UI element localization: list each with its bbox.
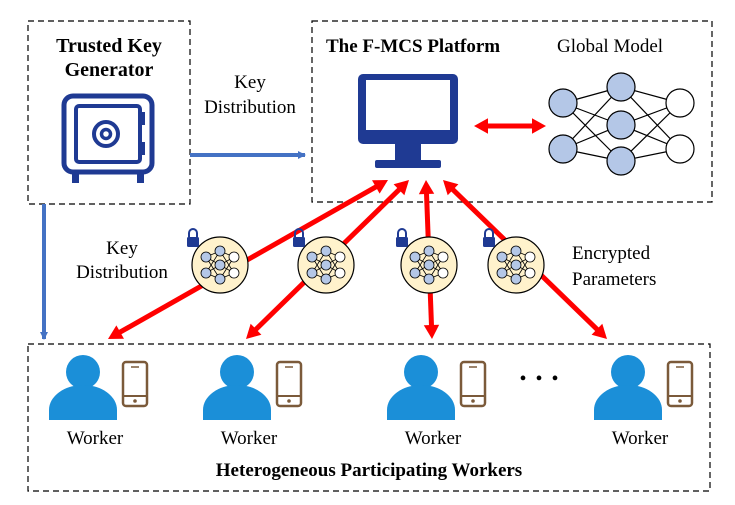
workers-group-title: Heterogeneous Participating Workers (215, 460, 523, 481)
platform-title: The F-MCS Platform (326, 36, 501, 57)
key-distribution-top-line2: Distribution (204, 97, 296, 118)
encrypted-model-icon (187, 228, 249, 294)
platform-model-arrow (474, 118, 546, 134)
encrypted-parameters-line2: Parameters (572, 269, 657, 290)
worker-icon (203, 355, 303, 420)
global-model-label: Global Model (557, 36, 664, 57)
lock-icon (293, 228, 305, 247)
keygen-title-line2: Generator (64, 59, 154, 81)
key-distribution-left-line2: Distribution (76, 262, 168, 283)
worker-icon (387, 355, 487, 420)
key-distribution-top-line1: Key (234, 72, 266, 93)
global-model-icon (548, 72, 695, 176)
encrypted-model-icon (483, 228, 545, 294)
lock-icon (187, 228, 199, 247)
ellipsis: • • • (519, 368, 561, 390)
lock-icon (396, 228, 408, 247)
phone-icon (666, 360, 694, 408)
monitor-icon (358, 74, 458, 168)
key-distribution-left-line1: Key (106, 238, 138, 259)
encrypted-model-icon (396, 228, 458, 294)
phone-icon (275, 360, 303, 408)
lock-icon (483, 228, 495, 247)
encrypted-model-icon (293, 228, 355, 294)
worker-label-4: Worker (611, 428, 669, 449)
worker-label-2: Worker (220, 428, 278, 449)
worker-label-3: Worker (404, 428, 462, 449)
safe-icon (61, 93, 155, 183)
keygen-title-line1: Trusted Key (56, 35, 162, 57)
worker-icon (594, 355, 694, 420)
workers-box (27, 343, 711, 492)
platform-box (311, 20, 713, 203)
worker-label-1: Worker (66, 428, 124, 449)
encrypted-parameters-line1: Encrypted (572, 243, 651, 264)
worker-icon (49, 355, 149, 420)
phone-icon (459, 360, 487, 408)
keygen-box (27, 20, 191, 205)
phone-icon (121, 360, 149, 408)
